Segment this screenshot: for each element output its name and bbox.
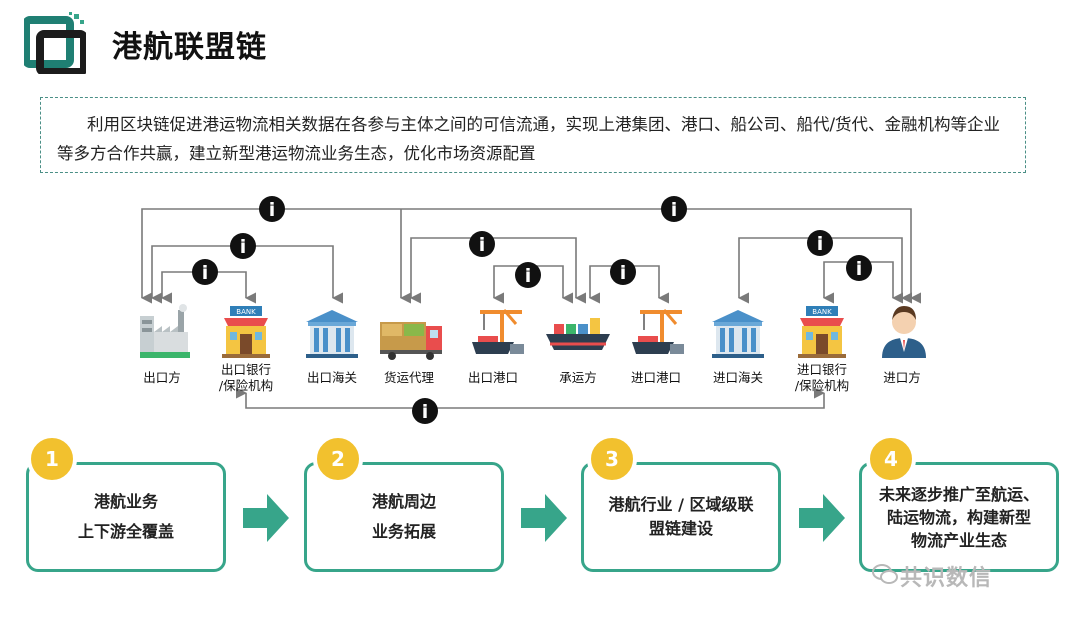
step-badge-4: 4 bbox=[866, 434, 916, 484]
entity-import-port: 进口港口 bbox=[630, 370, 681, 385]
svg-text:i: i bbox=[817, 233, 824, 255]
right-arrow-icon bbox=[799, 494, 845, 542]
step-badge-1: 1 bbox=[27, 434, 77, 484]
info-icon: i bbox=[230, 233, 256, 259]
svg-text:i: i bbox=[240, 236, 247, 258]
entity-export-port: 出口港口 bbox=[467, 370, 518, 385]
intro-text: 利用区块链促进港运物流相关数据在各参与主体之间的可信流通，实现上港集团、港口、船… bbox=[57, 115, 1001, 163]
bank-icon: BANK bbox=[222, 306, 270, 358]
info-icon: i bbox=[807, 230, 833, 256]
truck-icon bbox=[380, 322, 442, 360]
bank-icon: BANK bbox=[798, 306, 846, 358]
entity-import-bank: 进口银行/保险机构 bbox=[794, 362, 850, 393]
step-box-3: 港航行业 / 区域级联盟链建设 bbox=[581, 462, 781, 572]
svg-text:i: i bbox=[422, 401, 429, 423]
customs-building-icon bbox=[712, 310, 764, 358]
customs-building-icon bbox=[306, 310, 358, 358]
port-crane-icon bbox=[632, 309, 684, 354]
info-icon: i bbox=[610, 259, 636, 285]
info-icon: i bbox=[192, 259, 218, 285]
entity-export-customs: 出口海关 bbox=[306, 370, 357, 385]
entity-importer: 进口方 bbox=[883, 370, 921, 385]
connector-exporter-importer bbox=[140, 208, 922, 304]
logo-icon bbox=[24, 12, 86, 74]
svg-text:i: i bbox=[525, 265, 532, 287]
svg-text:BANK: BANK bbox=[812, 308, 832, 316]
intro-box: 利用区块链促进港运物流相关数据在各参与主体之间的可信流通，实现上港集团、港口、船… bbox=[40, 97, 1026, 173]
svg-text:i: i bbox=[202, 262, 209, 284]
info-icon: i bbox=[515, 262, 541, 288]
info-icon: i bbox=[661, 196, 687, 222]
info-icon: i bbox=[469, 231, 495, 257]
entity-import-customs: 进口海关 bbox=[712, 370, 763, 385]
watermark-text: 共识数信 bbox=[900, 566, 993, 591]
port-crane-icon bbox=[472, 309, 524, 354]
entity-carrier: 承运方 bbox=[559, 370, 597, 385]
connector-bank-bank bbox=[235, 387, 826, 409]
step-badge-3: 3 bbox=[587, 434, 637, 484]
factory-icon bbox=[140, 304, 190, 358]
entity-export-bank: 出口银行/保险机构 bbox=[218, 362, 274, 393]
info-icon: i bbox=[259, 196, 285, 222]
svg-text:i: i bbox=[269, 199, 276, 221]
businessman-icon bbox=[882, 306, 926, 358]
wechat-icon bbox=[872, 564, 898, 584]
cargo-ship-icon bbox=[546, 318, 610, 350]
svg-text:i: i bbox=[671, 199, 678, 221]
step-badge-2: 2 bbox=[313, 434, 363, 484]
info-icons: i i i i i i i i i i bbox=[192, 196, 872, 424]
entity-exporter: 出口方 bbox=[143, 370, 181, 385]
info-icon: i bbox=[846, 255, 872, 281]
info-icon: i bbox=[412, 398, 438, 424]
svg-text:i: i bbox=[479, 234, 486, 256]
step-box-4: 未来逐步推广至航运、陆运物流，构建新型物流产业生态 bbox=[859, 462, 1059, 572]
right-arrow-icon bbox=[521, 494, 567, 542]
svg-text:i: i bbox=[620, 262, 627, 284]
svg-text:i: i bbox=[856, 258, 863, 280]
right-arrow-icon bbox=[243, 494, 289, 542]
page-title: 港航联盟链 bbox=[112, 30, 267, 65]
entity-freight-agent: 货运代理 bbox=[383, 370, 434, 385]
svg-text:BANK: BANK bbox=[236, 308, 256, 316]
